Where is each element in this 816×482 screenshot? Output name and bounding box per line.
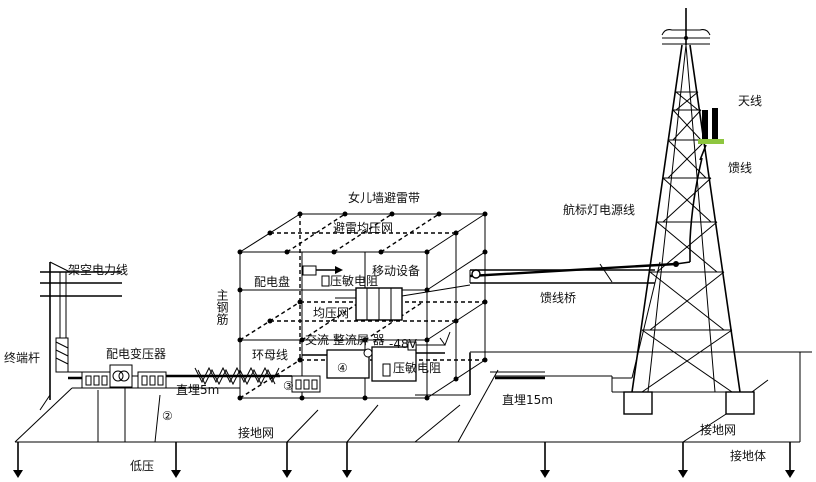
label-navigation-light-power-line: 航标灯电源线	[563, 202, 635, 217]
label-ring-bus: 环母线	[252, 348, 288, 362]
antenna-panel	[712, 108, 718, 140]
tower-footing	[725, 391, 755, 415]
ground-electrode	[678, 442, 688, 478]
label-overhead-power-line: 架空电力线	[68, 263, 128, 277]
ground-electrode	[13, 442, 23, 478]
ground-electrode	[540, 442, 550, 478]
label-ground-grid-right: 接地网	[700, 422, 736, 437]
label-parapet-lightning-belt: 女儿墙避雷带	[348, 190, 420, 205]
label-distribution-transformer: 配电变压器	[106, 346, 166, 361]
label-ground-grid-left: 接地网	[238, 425, 274, 440]
label-lightning-grid: 避雷均压网	[333, 221, 393, 235]
ground-electrode	[171, 442, 181, 478]
ground-electrode	[342, 442, 352, 478]
label-varistor-top: 压敏电阻	[330, 273, 378, 288]
label-circled-4: ④	[337, 361, 348, 375]
antenna-mount	[698, 139, 724, 144]
terminal-pole	[39, 261, 122, 411]
label-varistor-bottom: 压敏电阻	[393, 360, 441, 375]
tower	[611, 8, 769, 415]
label-circled-2: ②	[162, 409, 173, 423]
building	[237, 211, 488, 401]
label-buried-15m: 直埋15m	[502, 393, 553, 407]
label-low-voltage: 低压	[130, 459, 154, 473]
label-buried-5m: 直埋5m	[176, 383, 219, 397]
diagram-labels: 天线 馈线 女儿墙避雷带 航标灯电源线 避雷均压网 配电盘 压敏电阻 移动设备 …	[4, 94, 766, 473]
label-mobile-equipment: 移动设备	[372, 264, 420, 278]
label-equal-potential-grid: 均压网	[313, 306, 349, 320]
feeder-bridge	[469, 262, 677, 395]
label-feeder-bridge: 馈线桥	[540, 291, 576, 305]
label-feeder: 馈线	[728, 161, 752, 175]
label-grounding-body: 接地体	[730, 448, 766, 463]
label-antenna: 天线	[738, 94, 762, 108]
transformer-station	[81, 364, 167, 389]
ground-electrode	[785, 442, 795, 478]
label-minus-48v: -48V	[389, 337, 418, 351]
ground-electrodes	[13, 442, 795, 478]
label-circled-3: ③	[283, 379, 294, 393]
label-main-rebar: 主钢筋	[215, 289, 229, 326]
label-distribution-panel: 配电盘	[254, 274, 290, 289]
indoor-equipment	[280, 265, 471, 393]
label-ac-dc-screen: 交流 整流屏 器	[305, 332, 385, 347]
ground-electrode	[282, 442, 292, 478]
antenna-panel	[702, 110, 708, 140]
ac-screen	[326, 349, 370, 379]
tower-footing	[623, 391, 653, 415]
rectifier-screen	[371, 346, 417, 382]
label-terminal-pole: 终端杆	[4, 350, 40, 365]
